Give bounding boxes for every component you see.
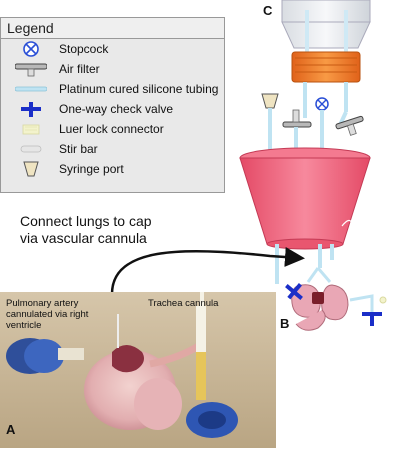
tubing — [330, 244, 334, 260]
legend-label: One-way check valve — [59, 102, 174, 116]
check-valve-icon — [362, 312, 382, 326]
check-valve-icon — [285, 283, 303, 300]
legend-title: Legend — [1, 18, 224, 39]
panel-label-b: B — [280, 316, 290, 331]
tubing — [349, 294, 374, 312]
legend-item-luer-lock: Luer lock connector — [1, 120, 226, 138]
pulmonary-artery-label: Pulmonary artery cannulated via right ve… — [6, 298, 89, 331]
luer-lock-icon — [379, 296, 387, 304]
legend-item-syringe-port: Syringe port — [1, 160, 226, 178]
check-valve-icon — [21, 102, 41, 117]
stir-bar-icon — [20, 145, 42, 153]
tubing — [268, 108, 272, 150]
tubing — [303, 82, 307, 118]
legend-label: Luer lock connector — [59, 122, 164, 136]
stopcock-icon — [315, 97, 329, 150]
tubing — [318, 244, 322, 268]
air-filter-icon — [15, 63, 47, 77]
legend-label: Platinum cured silicone tubing — [59, 82, 219, 96]
syringe-port-icon — [23, 161, 39, 177]
funnel-chamber — [239, 147, 371, 250]
panel-label-c: C — [263, 3, 273, 18]
legend-label: Stir bar — [59, 142, 98, 156]
media-bottle — [281, 0, 371, 55]
legend-label: Syringe port — [59, 162, 124, 176]
luer-lock-icon — [22, 124, 40, 135]
legend-box: Legend Stopcock Air filter Platinum cure… — [0, 17, 225, 193]
bottle-cap — [291, 51, 361, 83]
connection-arrow — [110, 247, 305, 295]
lungs-illustration — [291, 267, 349, 331]
tubing-icon — [15, 86, 47, 92]
stopcock-icon — [23, 41, 39, 57]
legend-item-air-filter: Air filter — [1, 60, 226, 78]
air-filter-icon — [282, 109, 312, 149]
legend-item-stir-bar: Stir bar — [1, 140, 226, 158]
lung-photo-image — [0, 292, 276, 448]
syringe-port-icon — [261, 93, 279, 109]
legend-label: Air filter — [59, 62, 100, 76]
legend-item-check-valve: One-way check valve — [1, 100, 226, 118]
trachea-cannula-label: Trachea cannula — [148, 298, 219, 309]
legend-label: Stopcock — [59, 42, 109, 56]
tubing — [275, 244, 279, 284]
connect-caption: Connect lungs to cap via vascular cannul… — [20, 213, 152, 246]
legend-item-tubing: Platinum cured silicone tubing — [1, 80, 226, 98]
legend-item-stopcock: Stopcock — [1, 40, 226, 58]
air-filter-icon — [335, 115, 364, 136]
lung-photo: Pulmonary artery cannulated via right ve… — [0, 292, 276, 448]
panel-label-a: A — [6, 422, 16, 437]
tubing — [344, 82, 348, 112]
